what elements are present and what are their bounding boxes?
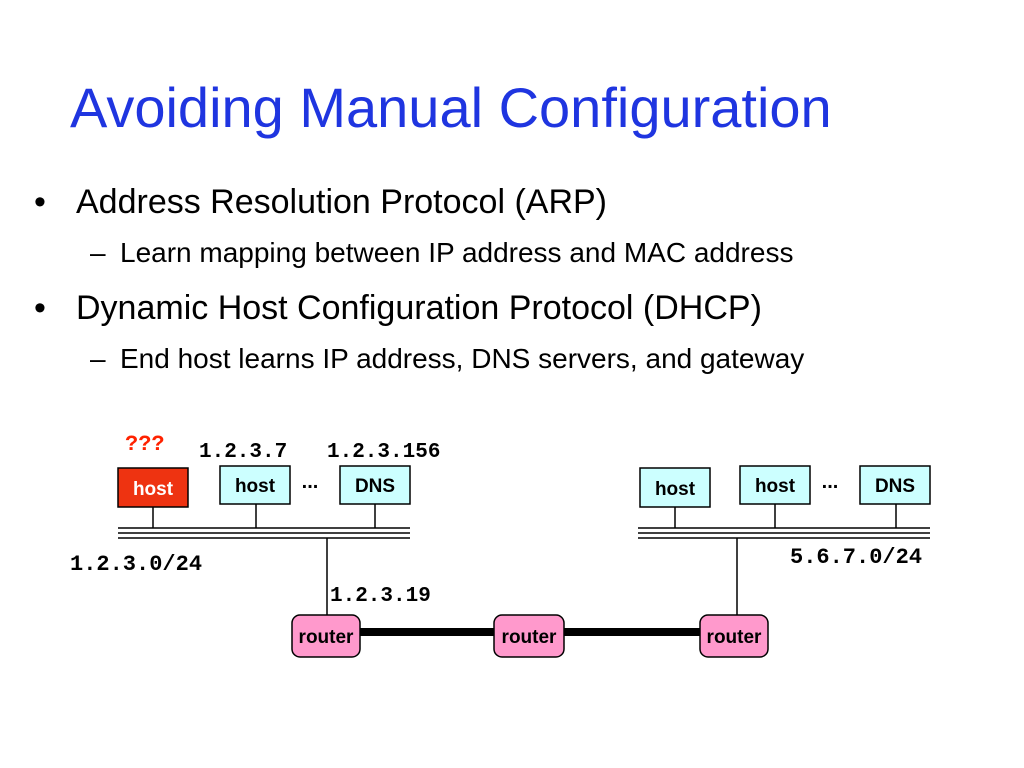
right-dns: DNS: [859, 465, 931, 505]
node-label: host: [655, 479, 696, 500]
router-label: router: [502, 627, 558, 648]
host-ip-label: 1.2.3.7: [199, 441, 287, 464]
gateway-ip-label: 1.2.3.19: [330, 585, 431, 608]
router-left: router: [291, 614, 361, 658]
left-lan-bus: [118, 527, 410, 539]
router-middle: router: [493, 614, 565, 658]
left-subnet-label: 1.2.3.0/24: [70, 552, 202, 577]
dns-ip-label: 1.2.3.156: [327, 441, 440, 464]
sub-bullet-dhcp: –End host learns IP address, DNS servers…: [90, 342, 804, 376]
bullet-dhcp-text: Dynamic Host Configuration Protocol (DHC…: [76, 289, 762, 327]
sub-bullet-mark: –: [90, 237, 106, 268]
router-label: router: [299, 627, 355, 648]
right-ellipsis: ...: [822, 471, 839, 493]
sub-bullet-mark: –: [90, 343, 106, 374]
slide-title: Avoiding Manual Configuration: [70, 76, 832, 139]
left-ellipsis: ...: [302, 471, 319, 493]
right-lan-bus: [638, 527, 930, 539]
sub-bullet-arp-text: Learn mapping between IP address and MAC…: [120, 237, 794, 268]
left-drop-lines: [152, 504, 376, 615]
right-subnet-label: 5.6.7.0/24: [790, 545, 922, 570]
sub-bullet-dhcp-text: End host learns IP address, DNS servers,…: [120, 343, 805, 374]
node-label: host: [755, 476, 796, 497]
node-label: DNS: [875, 476, 915, 497]
right-drop-lines: [674, 504, 897, 615]
bullet-arp-text: Address Resolution Protocol (ARP): [76, 183, 608, 221]
bullet-arp: • Address Resolution Protocol (ARP): [34, 182, 607, 222]
left-host-unknown: host: [117, 467, 189, 508]
unknown-ip-label: ???: [125, 432, 165, 457]
router-label: router: [707, 627, 763, 648]
right-host-2: host: [739, 465, 811, 505]
left-host: host: [219, 465, 291, 505]
bullet-mark: •: [34, 289, 46, 327]
bullet-mark: •: [34, 183, 46, 221]
sub-bullet-arp: –Learn mapping between IP address and MA…: [90, 236, 793, 270]
bullet-dhcp: • Dynamic Host Configuration Protocol (DH…: [34, 288, 762, 328]
router-right: router: [699, 614, 769, 658]
left-dns: DNS: [339, 465, 411, 505]
node-label: host: [133, 479, 174, 500]
right-host-1: host: [639, 467, 711, 508]
node-label: host: [235, 476, 276, 497]
node-label: DNS: [355, 476, 395, 497]
